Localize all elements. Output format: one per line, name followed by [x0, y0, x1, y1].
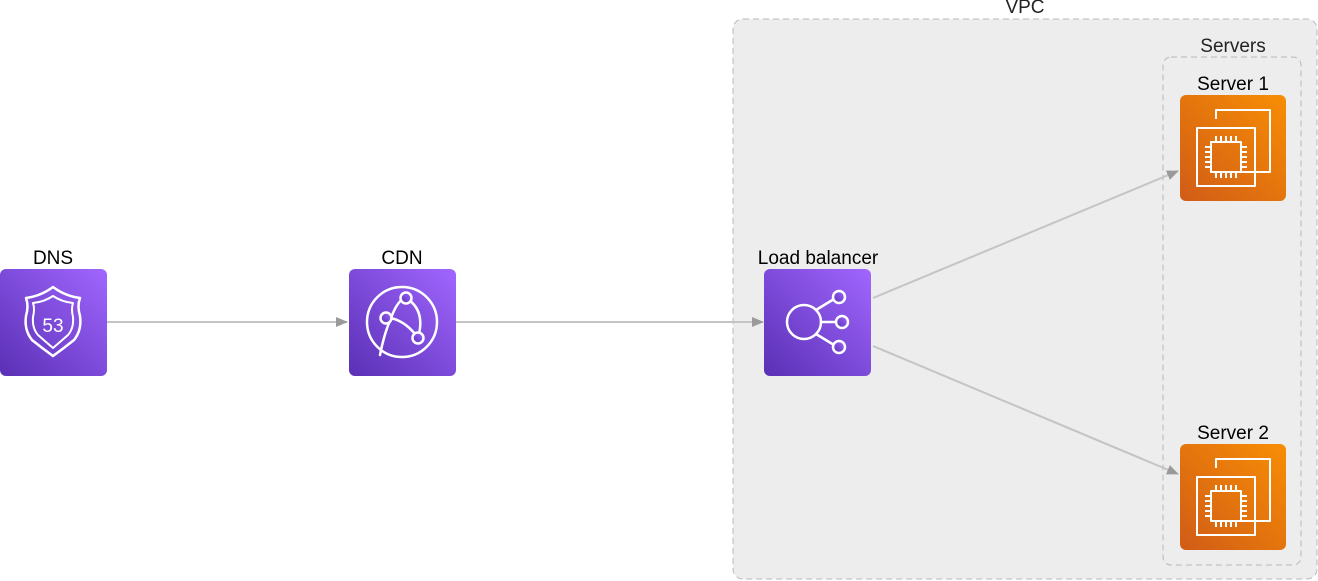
load-balancer-label: Load balancer [758, 248, 879, 269]
cdn-node[interactable]: CDN [349, 248, 456, 376]
ec2-chip-icon [1196, 458, 1271, 536]
server1-label: Server 1 [1197, 74, 1269, 95]
load-balancer-icon [785, 289, 850, 355]
server2-label: Server 2 [1197, 423, 1269, 444]
edges [107, 170, 1179, 475]
server1-node[interactable]: Server 1 [1180, 74, 1286, 201]
ec2-chip-icon [1196, 109, 1271, 187]
cdn-label: CDN [381, 248, 422, 269]
load-balancer-node[interactable]: Load balancer [758, 248, 879, 376]
server2-node[interactable]: Server 2 [1180, 423, 1286, 550]
route53-text: 53 [42, 316, 63, 337]
edge-load-balancer-server1[interactable] [872, 170, 1179, 299]
cloudfront-globe-icon [365, 285, 439, 359]
vpc-group-label: VPC [1005, 0, 1044, 18]
route53-shield-icon [24, 285, 82, 358]
dns-label: DNS [33, 248, 73, 269]
servers-group-label: Servers [1200, 36, 1265, 57]
edge-load-balancer-server2[interactable] [872, 345, 1179, 475]
dns-node[interactable]: DNS 53 [0, 248, 107, 376]
